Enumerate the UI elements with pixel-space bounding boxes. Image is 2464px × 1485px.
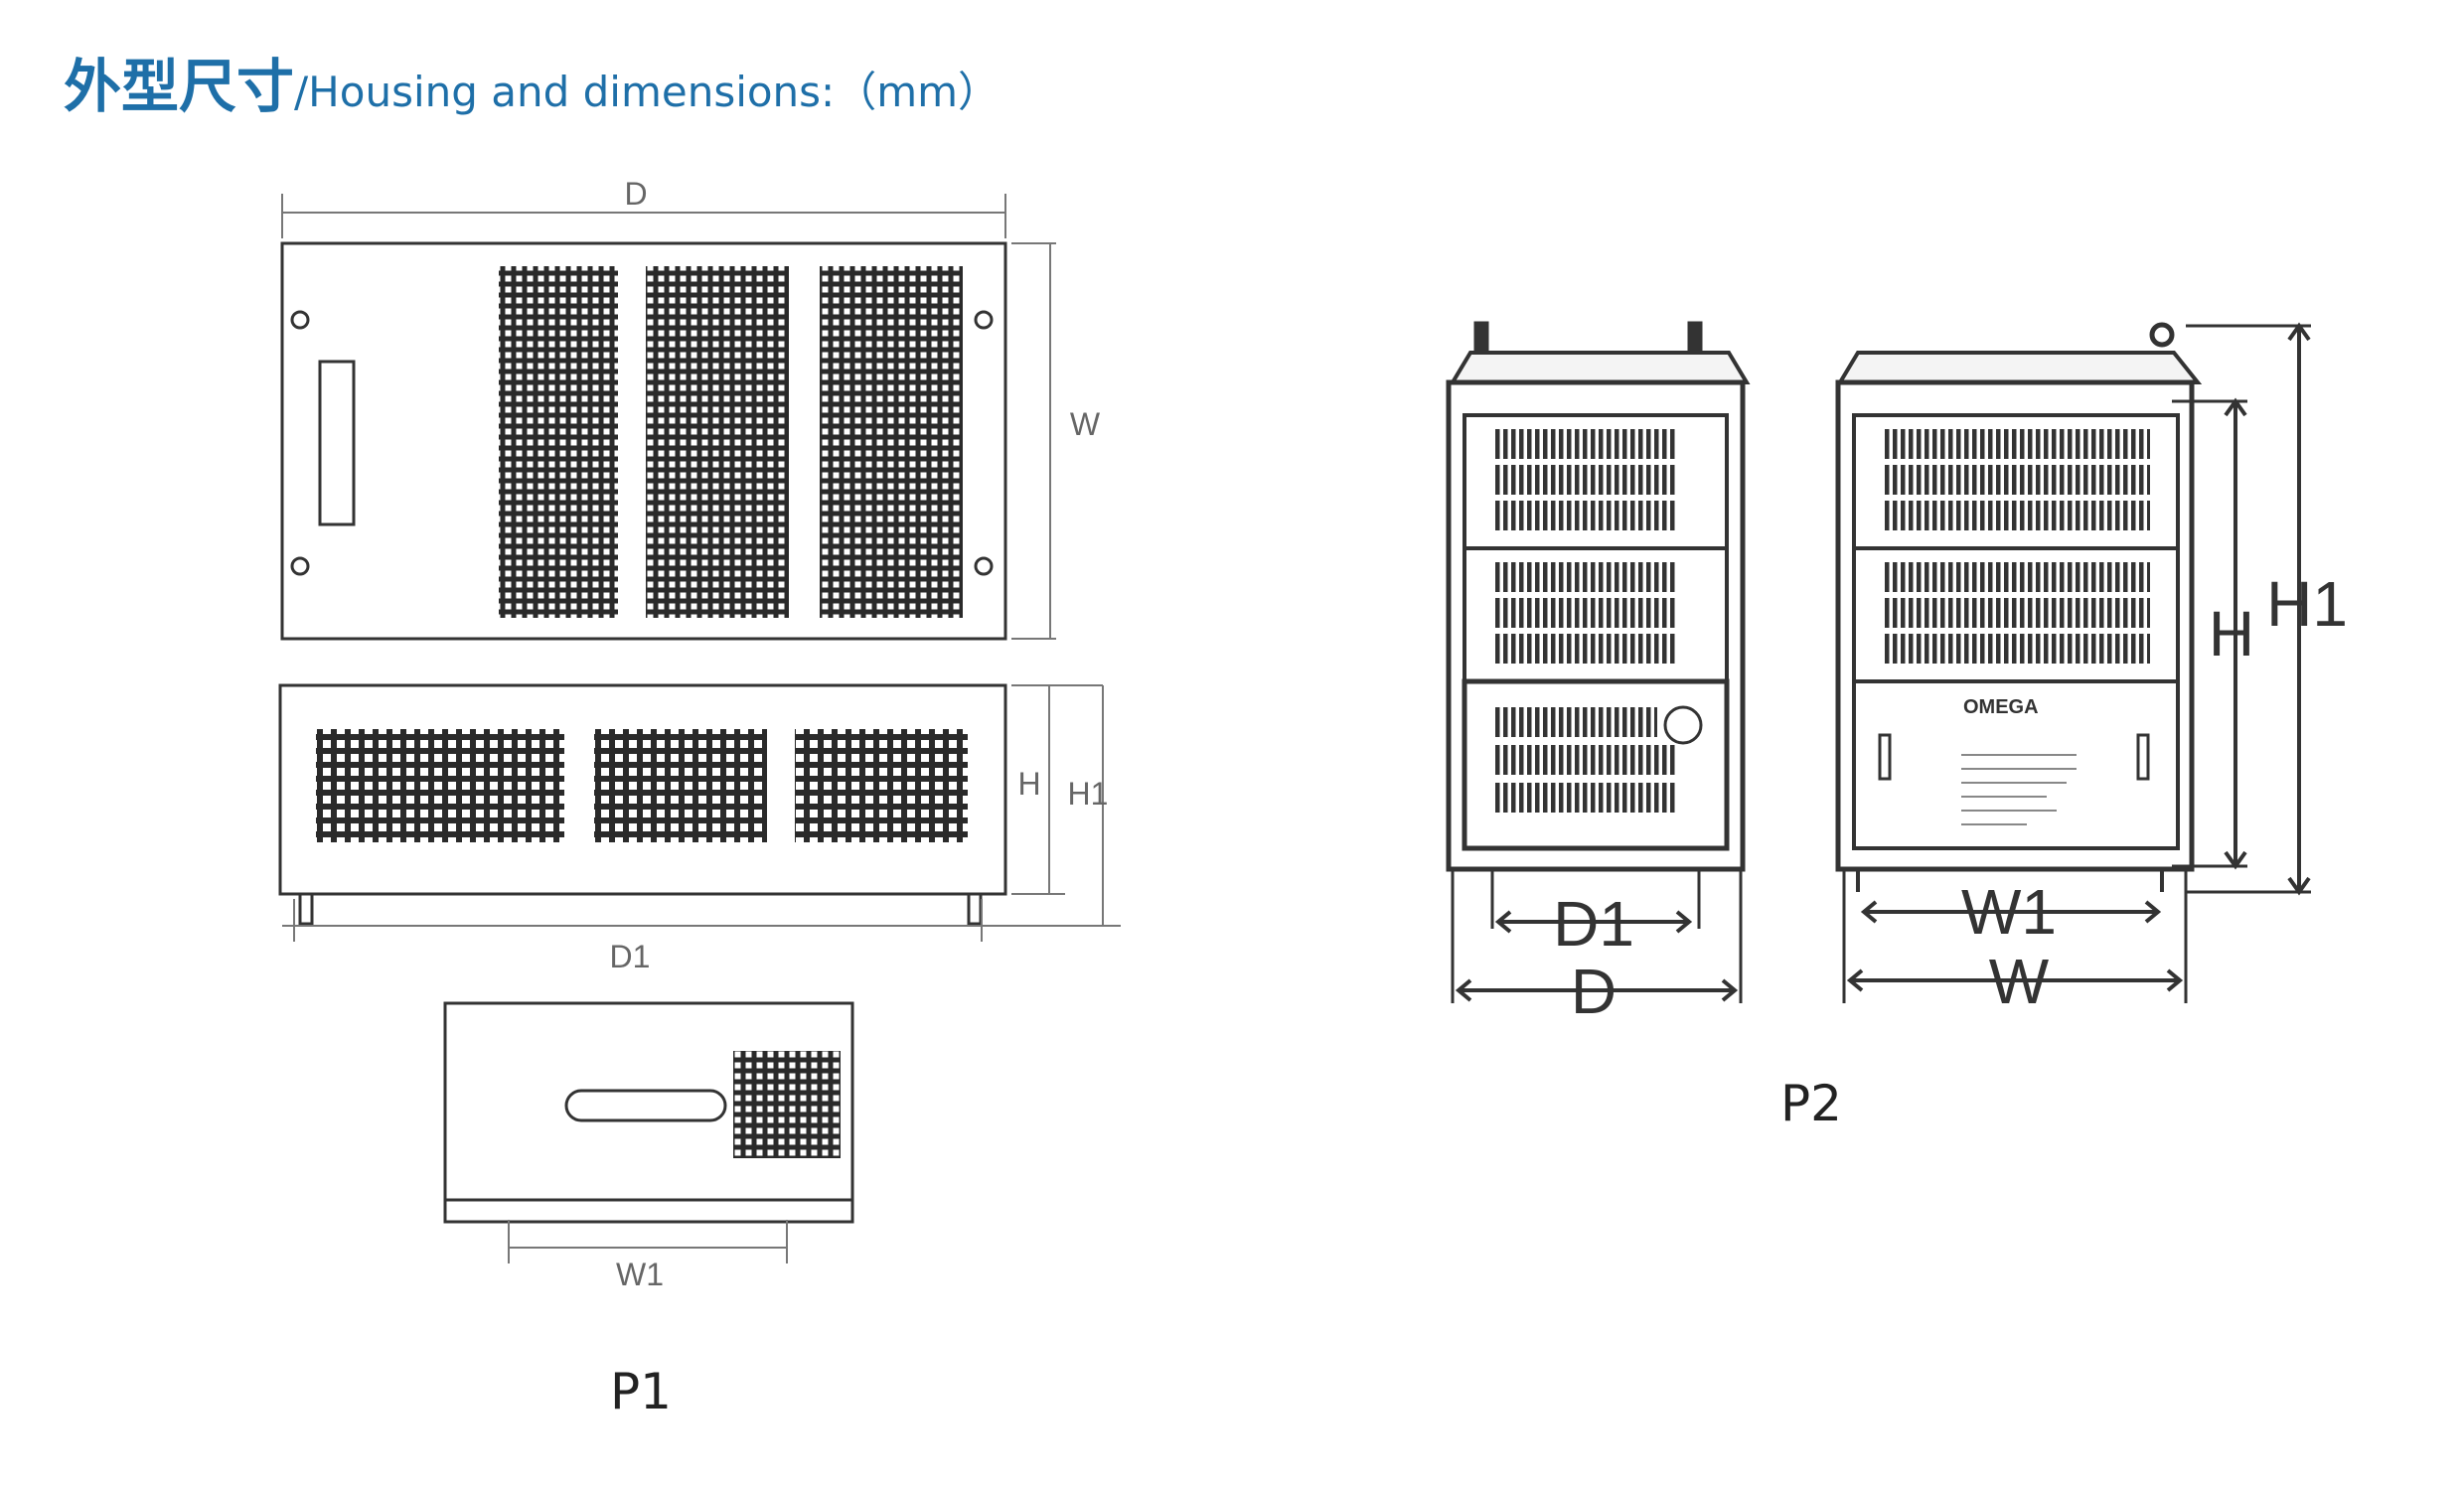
p1-label-w: W [1070, 406, 1101, 442]
p2-label-d: D [1571, 956, 1617, 1027]
p2-caption: P2 [1780, 1075, 1842, 1132]
p2-label-d1: D1 [1553, 888, 1634, 960]
p1-label-w1: W1 [616, 1257, 664, 1292]
page-title: 外型尺寸/Housing and dimensions:（mm） [64, 40, 1000, 123]
title-english: /Housing and dimensions:（mm） [294, 68, 1001, 116]
p1-label-d: D [624, 176, 647, 212]
p2-label-w: W [1989, 946, 2050, 1017]
p1-label-h: H [1017, 766, 1040, 802]
p1-side-view [443, 1001, 854, 1263]
p1-label-h1: H1 [1068, 776, 1109, 812]
p2-label-h: H [2209, 598, 2254, 669]
p1-drawing: D W H H1 D1 [278, 176, 1121, 1292]
p2-label-h1: H1 [2266, 568, 2348, 640]
title-chinese: 外型尺寸 [64, 53, 295, 120]
p1-caption: P1 [610, 1363, 672, 1420]
p2-drawing: D1 D [1446, 321, 2348, 1027]
p2-front-view [1835, 322, 2311, 1003]
p1-front-view [278, 683, 1121, 942]
p2-side-view [1446, 321, 1751, 1003]
p1-label-d1: D1 [610, 939, 651, 974]
p2-brand-label: OMEGA [1963, 696, 2039, 718]
p1-top-view [280, 194, 1056, 641]
p2-label-w1: W1 [1961, 876, 2057, 948]
